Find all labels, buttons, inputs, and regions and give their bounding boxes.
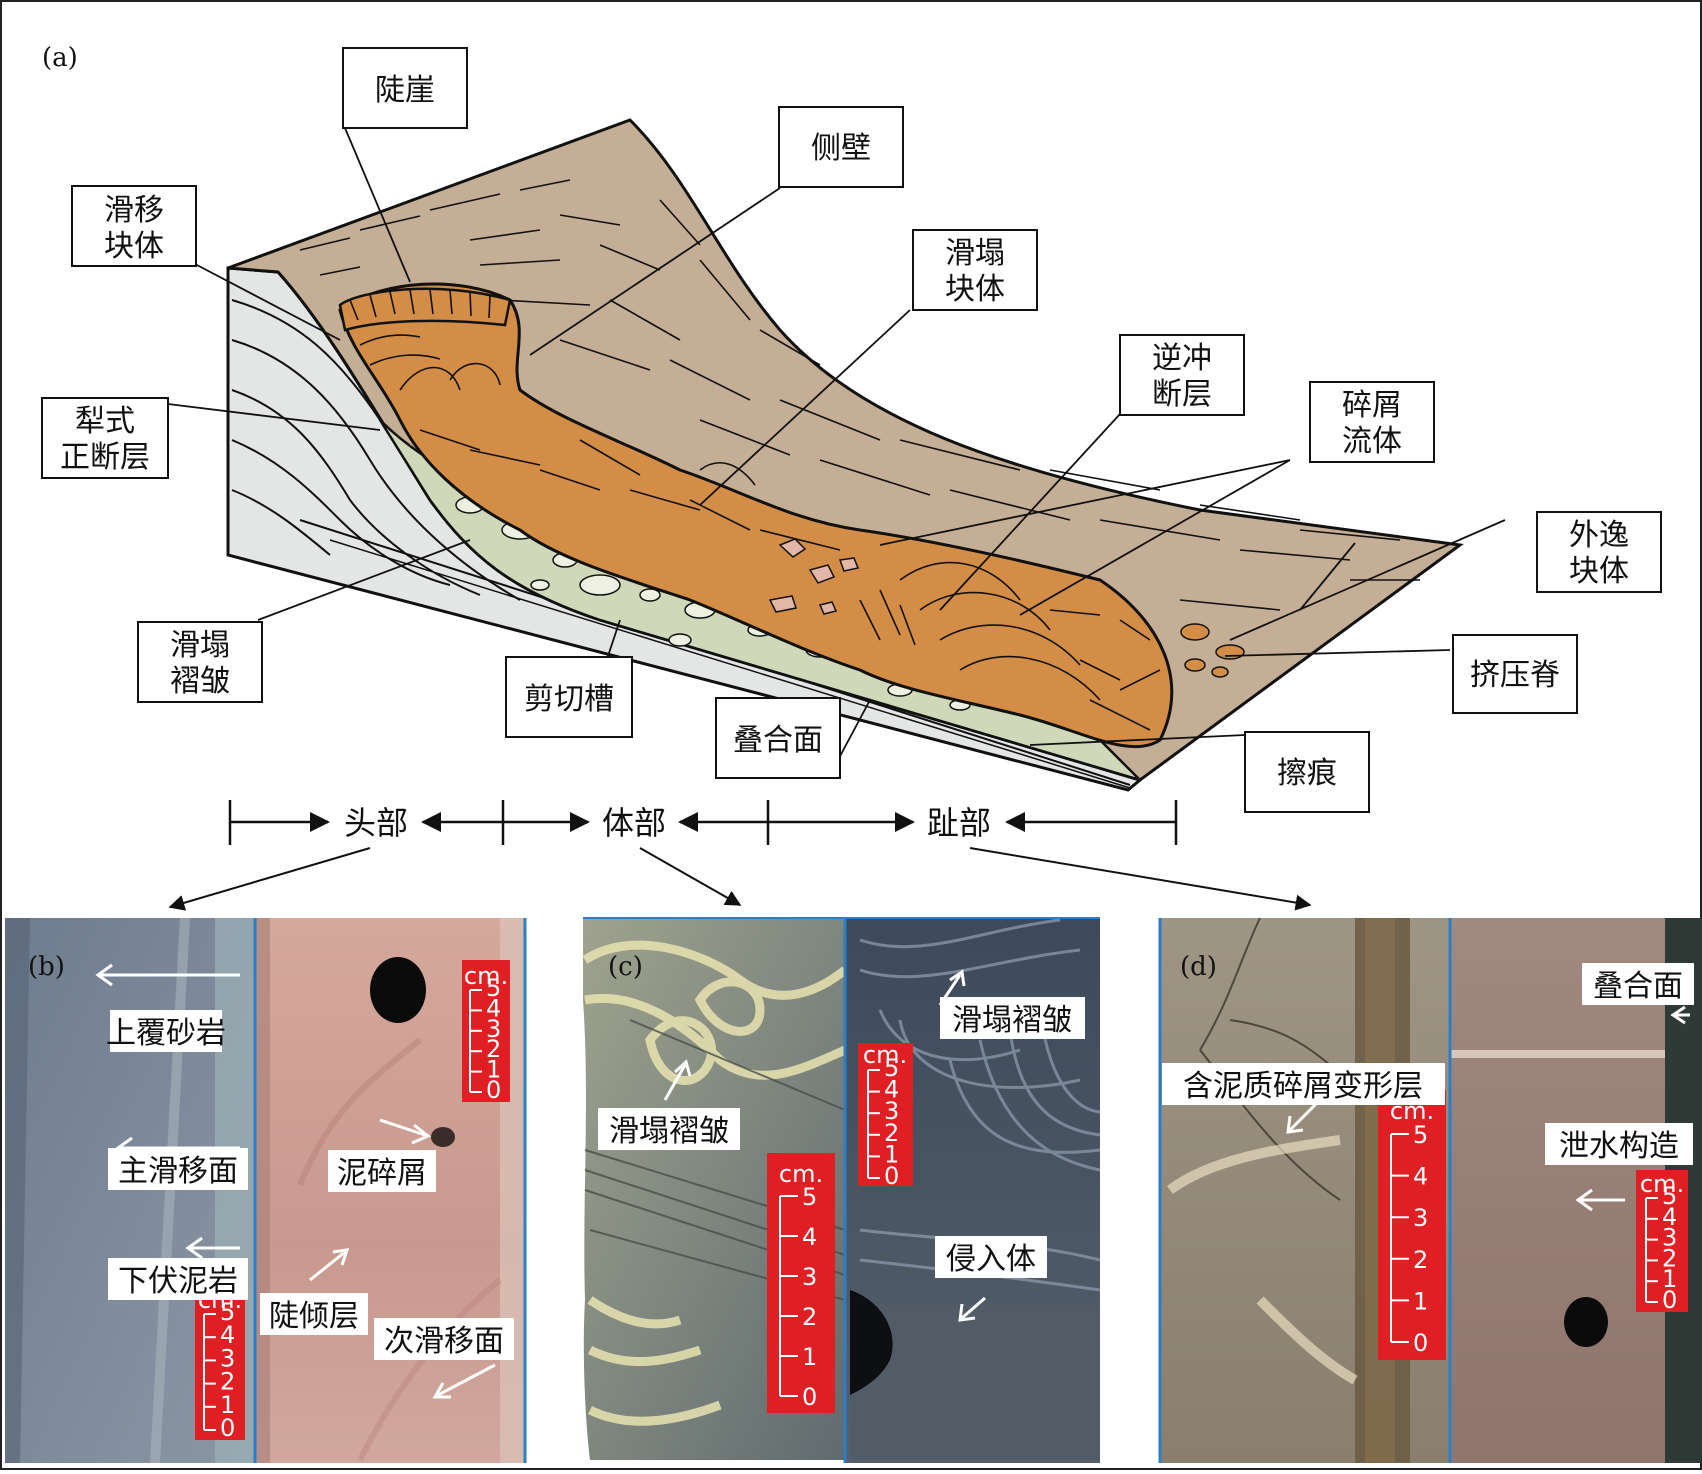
scale-tick-label: 0 xyxy=(1662,1286,1677,1314)
label-underlying-mudstone: 下伏泥岩 xyxy=(118,1264,238,1299)
panel-tag-d: (d) xyxy=(1180,952,1217,982)
slump-body xyxy=(338,282,1174,749)
scale-tick-label: 1 xyxy=(1413,1287,1428,1315)
label-slide-block-2: 块体 xyxy=(104,229,164,264)
scale-tick-label: 2 xyxy=(1413,1246,1428,1274)
label-outrunner-1: 外逸 xyxy=(1569,518,1629,553)
scale-tick-label: 5 xyxy=(486,974,501,1002)
label-stack-surface-d: 叠合面 xyxy=(1593,969,1683,1004)
scale-tick-label: 2 xyxy=(486,1035,501,1063)
scale-tick-label: 4 xyxy=(1662,1203,1677,1231)
svg-text:cm.: cm. xyxy=(1640,1170,1684,1198)
label-mud-clasts: 泥碎屑 xyxy=(337,1156,427,1191)
label-slump-block-2: 块体 xyxy=(945,272,1005,307)
leader-lines xyxy=(167,127,1506,761)
scale-tick-label: 5 xyxy=(884,1054,899,1082)
label-thrust-fault-1: 逆冲 xyxy=(1152,341,1212,376)
scale-tick-label: 0 xyxy=(802,1383,817,1411)
scale-tick-label: 2 xyxy=(220,1368,235,1396)
scale-tick-label: 4 xyxy=(1413,1163,1428,1191)
label-dewatering: 泄水构造 xyxy=(1559,1129,1679,1164)
scale-tick-label: 3 xyxy=(486,1015,501,1043)
label-secondary-slip-surface: 次滑移面 xyxy=(384,1324,504,1359)
label-sidewall: 侧壁 xyxy=(811,131,871,166)
label-muddy-debris-layer: 含泥质碎屑变形层 xyxy=(1183,1069,1423,1104)
scale-tick-label: 4 xyxy=(220,1321,235,1349)
scale-tick-label: 5 xyxy=(802,1183,817,1211)
scale-tick-label: 0 xyxy=(486,1076,501,1104)
zone-labels: 头部 体部 趾部 xyxy=(334,800,1001,844)
label-pressure-ridge: 挤压脊 xyxy=(1470,658,1560,693)
zone-body: 体部 xyxy=(602,804,666,842)
scale-tick-label: 3 xyxy=(884,1097,899,1125)
label-slump-fold-c-left: 滑塌褶皱 xyxy=(609,1114,729,1149)
scale-tick-label: 3 xyxy=(1413,1204,1428,1232)
label-debris-flow-1: 碎屑 xyxy=(1342,388,1402,423)
scale-bar-c1: cm. 5 4 3 2 1 0 xyxy=(767,1153,835,1413)
label-debris-flow-2: 流体 xyxy=(1342,424,1402,459)
scale-tick-label: 2 xyxy=(884,1119,899,1147)
panel-tag-b: (b) xyxy=(28,952,65,982)
scale-tick-label: 1 xyxy=(802,1343,817,1371)
label-main-slip-surface: 主滑移面 xyxy=(118,1154,238,1189)
label-slump-fold-c-right: 滑塌褶皱 xyxy=(952,1003,1072,1038)
scale-tick-label: 5 xyxy=(1662,1182,1677,1210)
scale-tick-label: 3 xyxy=(1662,1224,1677,1252)
zone-dimensions xyxy=(228,800,1178,845)
zone-head: 头部 xyxy=(344,804,408,842)
scale-tick-label: 0 xyxy=(884,1162,899,1190)
scale-tick-label: 1 xyxy=(1662,1265,1677,1293)
scale-tick-label: 2 xyxy=(1662,1244,1677,1272)
label-slump-block-1: 滑塌 xyxy=(945,236,1005,271)
scale-tick-label: 4 xyxy=(802,1223,817,1251)
scale-tick-label: 3 xyxy=(802,1263,817,1291)
scale-tick-label: 0 xyxy=(220,1414,235,1442)
scale-tick-label: 4 xyxy=(884,1076,899,1104)
scale-tick-label: 5 xyxy=(220,1298,235,1326)
diagram-labels: (a) 陡崖 侧壁 滑移 块体 滑塌 块体 逆冲 断层 碎屑 流体 犁式 正断层… xyxy=(41,43,1662,813)
label-listric-fault-1: 犁式 xyxy=(75,404,135,439)
scale-tick-label: 5 xyxy=(1413,1121,1428,1149)
label-striation: 擦痕 xyxy=(1277,756,1337,791)
scale-tick-label: 1 xyxy=(884,1140,899,1168)
svg-text:cm.: cm. xyxy=(779,1160,823,1188)
block-diagram xyxy=(226,118,1464,792)
label-stack-surface: 叠合面 xyxy=(733,723,823,758)
scale-tick-label: 1 xyxy=(220,1391,235,1419)
zone-to-photo-arrows xyxy=(168,847,1312,911)
label-intrusion: 侵入体 xyxy=(946,1242,1036,1277)
label-thrust-fault-2: 断层 xyxy=(1152,377,1212,412)
label-shear-groove: 剪切槽 xyxy=(524,682,614,717)
label-listric-fault-2: 正断层 xyxy=(60,440,150,475)
label-slump-fold-2: 褶皱 xyxy=(170,664,230,699)
scale-tick-label: 1 xyxy=(486,1056,501,1084)
label-scarp: 陡崖 xyxy=(375,73,435,108)
svg-text:cm.: cm. xyxy=(863,1041,907,1069)
label-overlying-sandstone: 上覆砂岩 xyxy=(106,1016,226,1051)
label-slump-fold-1: 滑塌 xyxy=(170,628,230,663)
panel-tag-c: (c) xyxy=(608,952,643,982)
scale-tick-label: 4 xyxy=(486,994,501,1022)
scale-tick-label: 3 xyxy=(220,1344,235,1372)
svg-text:cm.: cm. xyxy=(464,962,508,990)
zone-toe: 趾部 xyxy=(927,804,991,842)
label-outrunner-2: 块体 xyxy=(1569,554,1629,589)
panel-tag-a: (a) xyxy=(42,43,78,73)
label-slide-block-1: 滑移 xyxy=(104,193,164,228)
scale-tick-label: 0 xyxy=(1413,1329,1428,1357)
scale-tick-label: 2 xyxy=(802,1303,817,1331)
label-steep-bedding: 陡倾层 xyxy=(269,1299,359,1334)
